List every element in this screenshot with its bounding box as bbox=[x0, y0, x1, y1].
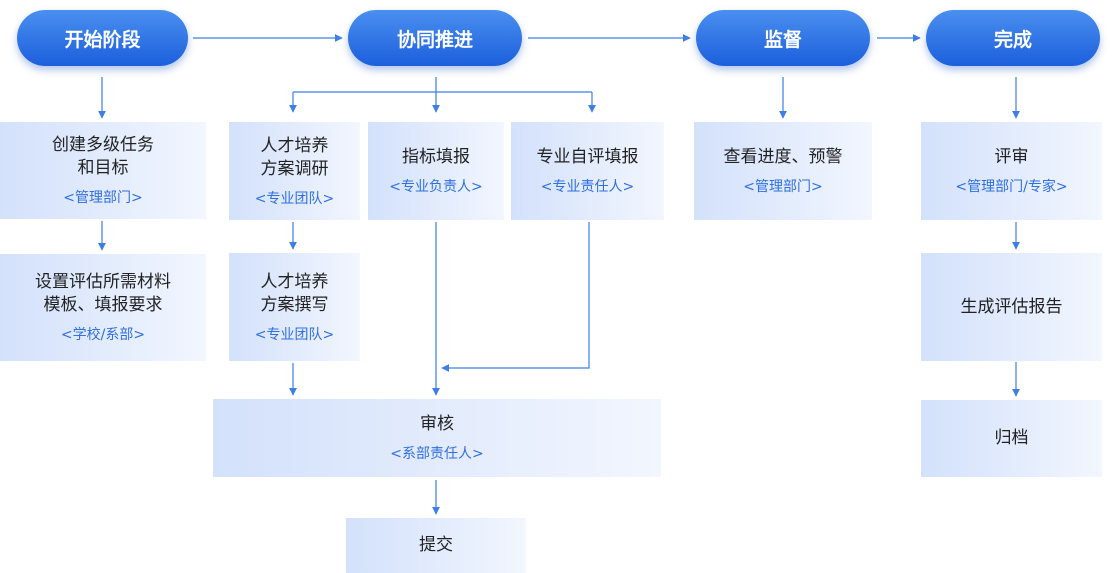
step-create-goals: 创建多级任务 和目标 <管理部门> bbox=[0, 122, 206, 219]
step-set-templates-role: <学校/系部> bbox=[60, 327, 146, 343]
step-submit: 提交 bbox=[346, 518, 526, 573]
step-talent-writing-title: 人才培养 方案撰写 bbox=[260, 271, 329, 315]
step-gen-report: 生成评估报告 bbox=[921, 253, 1102, 361]
step-set-templates: 设置评估所需材料 模板、填报要求 <学校/系部> bbox=[0, 254, 206, 361]
step-create-goals-title: 创建多级任务 和目标 bbox=[52, 135, 154, 178]
stage-complete-label: 完成 bbox=[993, 28, 1032, 51]
step-indicator-fill-role: <专业负责人> bbox=[389, 179, 483, 195]
step-submit-title: 提交 bbox=[419, 535, 453, 555]
step-check-progress-title: 查看进度、预警 bbox=[723, 147, 843, 167]
step-indicator-fill-title: 指标填报 bbox=[402, 147, 470, 167]
step-evaluate-title: 评审 bbox=[994, 147, 1029, 167]
step-self-eval-fill-title: 专业自评填报 bbox=[536, 147, 639, 167]
step-review-role: <系部责任人> bbox=[390, 446, 484, 462]
stage-start: 开始阶段 bbox=[17, 10, 188, 66]
stage-monitor-label: 监督 bbox=[763, 28, 802, 51]
stage-start-label: 开始阶段 bbox=[64, 28, 141, 51]
step-archive-title: 归档 bbox=[994, 428, 1029, 448]
step-self-eval-fill-role: <专业责任人> bbox=[540, 179, 635, 195]
step-self-eval-fill: 专业自评填报 <专业责任人> bbox=[511, 122, 664, 220]
step-review-title: 审核 bbox=[420, 414, 454, 434]
arrow-selfeval-to-review bbox=[441, 222, 590, 372]
step-talent-writing: 人才培养 方案撰写 <专业团队> bbox=[229, 253, 360, 361]
stage-collab: 协同推进 bbox=[348, 10, 522, 66]
step-indicator-fill: 指标填报 <专业负责人> bbox=[368, 122, 504, 220]
step-review: 审核 <系部责任人> bbox=[213, 399, 661, 477]
stage-complete: 完成 bbox=[926, 10, 1100, 66]
step-talent-research-role: <专业团队> bbox=[254, 190, 335, 207]
step-talent-research: 人才培养 方案调研 <专业团队> bbox=[229, 122, 360, 220]
step-evaluate: 评审 <管理部门/专家> bbox=[921, 122, 1102, 220]
step-check-progress: 查看进度、预警 <管理部门> bbox=[694, 122, 872, 220]
step-gen-report-title: 生成评估报告 bbox=[960, 296, 1063, 317]
step-create-goals-role: <管理部门> bbox=[63, 190, 143, 206]
step-archive: 归档 bbox=[921, 400, 1102, 477]
step-check-progress-role: <管理部门> bbox=[743, 179, 823, 195]
stage-monitor: 监督 bbox=[696, 10, 870, 66]
step-talent-writing-role: <专业团队> bbox=[254, 326, 335, 343]
step-talent-research-title: 人才培养 方案调研 bbox=[260, 135, 329, 179]
step-set-templates-title: 设置评估所需材料 模板、填报要求 bbox=[35, 272, 171, 315]
step-evaluate-role: <管理部门/专家> bbox=[955, 179, 1068, 195]
stage-collab-label: 协同推进 bbox=[396, 28, 473, 51]
